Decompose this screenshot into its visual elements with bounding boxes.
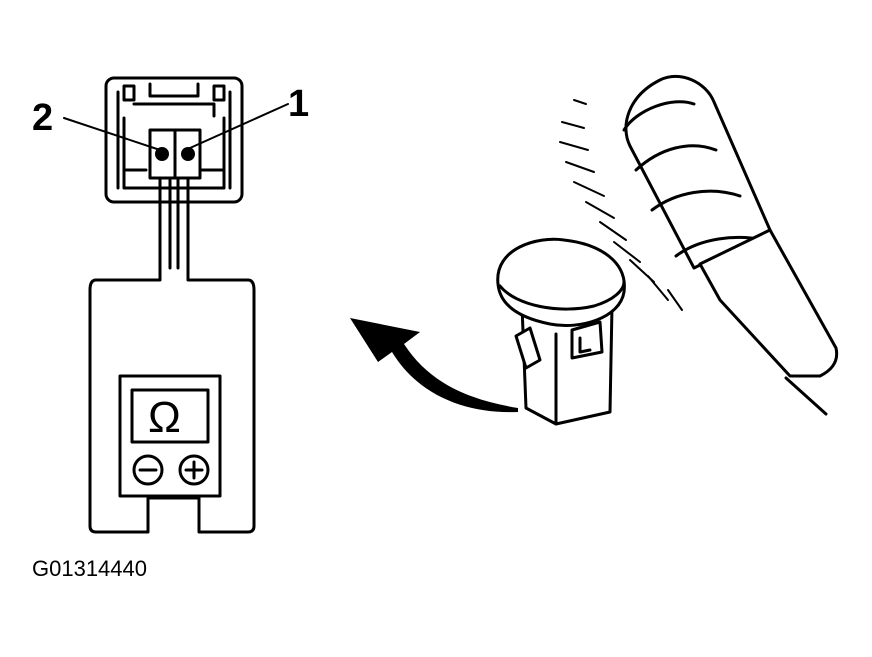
ohmmeter-leads <box>88 176 256 534</box>
ohmmeter: Ω <box>88 176 256 534</box>
ohm-symbol: Ω <box>148 393 181 442</box>
curved-arrow-icon <box>350 318 518 413</box>
figure-code: G01314440 <box>32 556 147 581</box>
light-rays <box>559 99 683 311</box>
minus-terminal-icon <box>132 454 164 486</box>
leader-line-2 <box>63 117 161 151</box>
label-pin-2: 2 <box>32 97 53 139</box>
plus-terminal-icon <box>178 454 210 486</box>
terminal-1 <box>181 147 195 161</box>
leader-line-1 <box>189 103 289 149</box>
switch-connector <box>104 76 244 204</box>
flashlight-icon <box>622 74 839 416</box>
ohmmeter-display <box>130 388 210 444</box>
label-pin-1: 1 <box>288 83 309 125</box>
light-sensor <box>496 237 626 426</box>
